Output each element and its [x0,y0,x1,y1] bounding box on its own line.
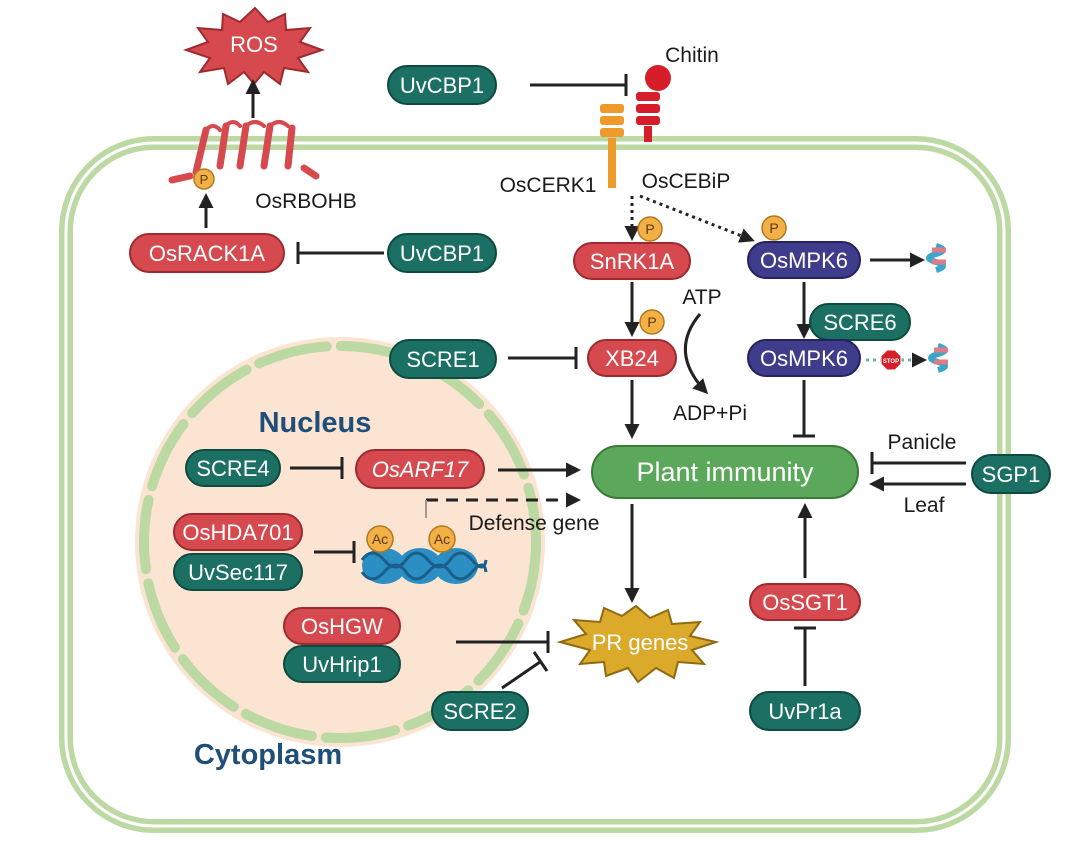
scre6-node [809,303,911,341]
osrbohb-phospho-text: P [200,172,209,187]
protein-icon-top [926,243,946,273]
uvsec117-text: UvSec117 [188,560,288,585]
snrk1a-node [573,242,691,280]
protein-icon-mid [928,343,948,373]
acetyl-2-text: Ac [434,531,450,547]
dotted-arrow-osmpk6 [639,194,755,243]
uvcbp1-top-node [387,65,497,105]
snrk1a-phospho [637,216,663,242]
defense-gene-label: Defense gene [469,512,600,535]
uvcbp1-mid-node [387,233,497,273]
ossgt1-text: OsSGT1 [762,590,848,615]
acetyl-1-text: Ac [372,531,388,547]
scre4-node [185,449,281,487]
scre2-text: SCRE2 [443,699,516,724]
adp-label: ADP+Pi [673,402,747,425]
scre2-node [431,691,529,731]
plant-immunity-text: Plant immunity [636,457,814,487]
xb24-text: XB24 [605,346,659,371]
uvsec117-node [173,553,303,591]
oscerk1-label: OsCERK1 [500,174,597,197]
osrbohb-label: OsRBOHB [255,190,357,213]
scre1-node [389,339,497,379]
stop-sign [880,349,902,371]
osmpk6-top-node [747,241,861,279]
chitin-label: Chitin [665,44,719,67]
uvcbp1-top-text: UvCBP1 [400,73,484,98]
nucleus [135,337,545,747]
acetyl-2 [428,525,456,553]
sgp1-node [971,454,1051,494]
leaf-label: Leaf [904,494,945,517]
osarf17-text: OsARF17 [372,457,469,482]
snrk1a-text: SnRK1A [590,249,675,274]
nucleus-label: Nucleus [259,407,372,439]
xb24-phospho-text: P [647,314,656,330]
snrk1a-phospho-text: P [645,221,654,237]
osarf17-node [355,449,485,489]
inhibit-scre2-pr [501,660,541,690]
pr-genes-text: PR genes [592,630,689,655]
osmpk6-top-text: OsMPK6 [760,248,848,273]
uvcbp1-mid-text: UvCBP1 [400,241,484,266]
ros-text: ROS [230,32,278,57]
osrbohb-protein [168,120,320,184]
xb24-node [587,339,677,377]
oshgw-text: OsHGW [301,614,383,639]
atp-label: ATP [682,286,721,309]
oshda701-text: OsHDA701 [182,520,293,545]
oshgw-node [283,607,401,645]
uvhrip1-node [283,645,401,683]
osmpk6-phospho-text: P [769,220,778,236]
ossgt1-node [749,583,861,621]
sgp1-text: SGP1 [982,462,1041,487]
osrack1a-text: OsRACK1A [149,241,265,266]
oshda701-node [173,513,303,551]
nucleosome-dna [360,548,488,584]
plant-immunity-node[interactable] [591,445,859,499]
osmpk6-mid-node [747,339,861,377]
scre6-text: SCRE6 [823,310,896,335]
oscebip-label: OsCEBiP [642,170,731,193]
osrack1a-node [129,233,285,273]
pr-genes-burst [556,604,720,684]
uvpr1a-text: UvPr1a [768,699,842,724]
chitin-receptor [600,65,671,188]
osrbohb-phospho [193,168,215,190]
acetyl-1 [366,525,394,553]
osmpk6-mid-text: OsMPK6 [760,346,848,371]
uvhrip1-text: UvHrip1 [302,652,381,677]
scre4-text: SCRE4 [196,456,269,481]
xb24-phospho [639,309,665,335]
cytoplasm-label: Cytoplasm [194,739,342,771]
stop-sign-text: STOP [883,359,899,365]
osmpk6-phospho [761,215,787,241]
inhibit-bar-pr-bottom [532,651,549,672]
panicle-label: Panicle [888,431,957,454]
arrow-atp-adp [684,313,709,395]
scre1-text: SCRE1 [406,347,479,372]
uvpr1a-node [749,691,861,731]
